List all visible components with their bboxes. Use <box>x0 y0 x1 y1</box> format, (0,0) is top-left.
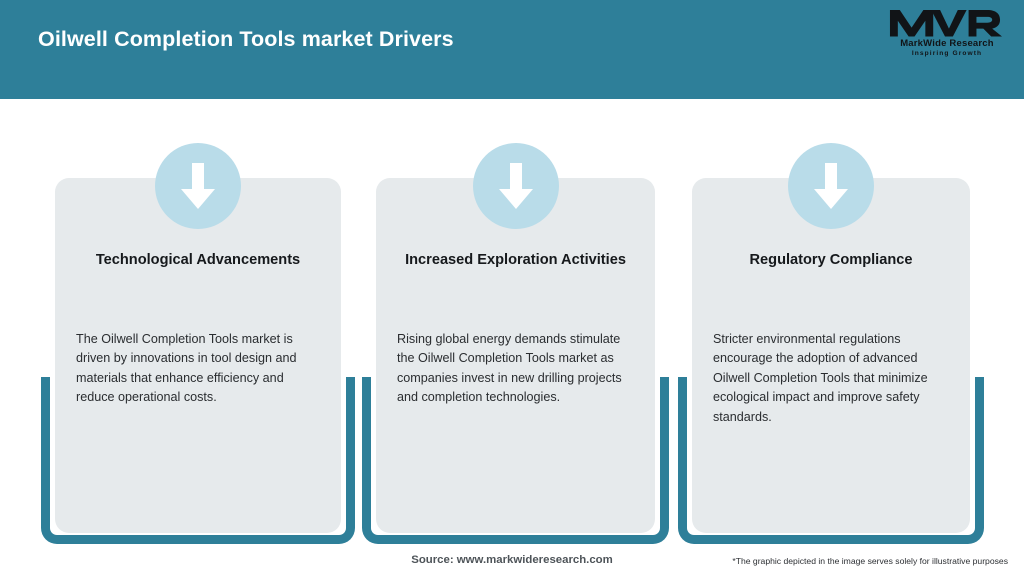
card-description: The Oilwell Completion Tools market is d… <box>76 332 297 405</box>
card-accent-frame <box>362 377 669 544</box>
driver-card-3[interactable]: Regulatory Compliance Stricter environme… <box>678 99 984 544</box>
card-description: Stricter environmental regulations encou… <box>713 332 928 424</box>
header-banner: Oilwell Completion Tools market Drivers … <box>0 0 1024 99</box>
card-panel: Increased Exploration Activities Rising … <box>376 178 655 533</box>
disclaimer-label: *The graphic depicted in the image serve… <box>732 556 1008 566</box>
logo-mark-icon <box>888 7 1006 37</box>
page-title: Oilwell Completion Tools market Drivers <box>38 27 454 51</box>
logo-company-name: MarkWide Research <box>900 38 994 49</box>
card-title: Technological Advancements <box>95 252 301 268</box>
driver-card-2[interactable]: Increased Exploration Activities Rising … <box>362 99 669 544</box>
card-title: Regulatory Compliance <box>749 252 913 268</box>
drivers-card-group: Technological Advancements The Oilwell C… <box>0 99 1024 544</box>
card-title: Increased Exploration Activities <box>405 252 626 268</box>
down-arrow-icon <box>472 143 559 229</box>
card-description: Rising global energy demands stimulate t… <box>397 332 622 405</box>
card-accent-frame <box>41 377 355 544</box>
brand-logo: MarkWide Research Inspiring Growth <box>888 7 1006 65</box>
card-panel: Regulatory Compliance Stricter environme… <box>692 178 970 533</box>
driver-card-1[interactable]: Technological Advancements The Oilwell C… <box>41 99 355 544</box>
down-arrow-icon <box>788 143 874 229</box>
card-panel: Technological Advancements The Oilwell C… <box>55 178 341 533</box>
card-accent-frame <box>678 377 984 544</box>
logo-tagline: Inspiring Growth <box>911 50 983 57</box>
source-label: Source: www.markwideresearch.com <box>411 554 613 566</box>
down-arrow-icon <box>155 143 241 229</box>
